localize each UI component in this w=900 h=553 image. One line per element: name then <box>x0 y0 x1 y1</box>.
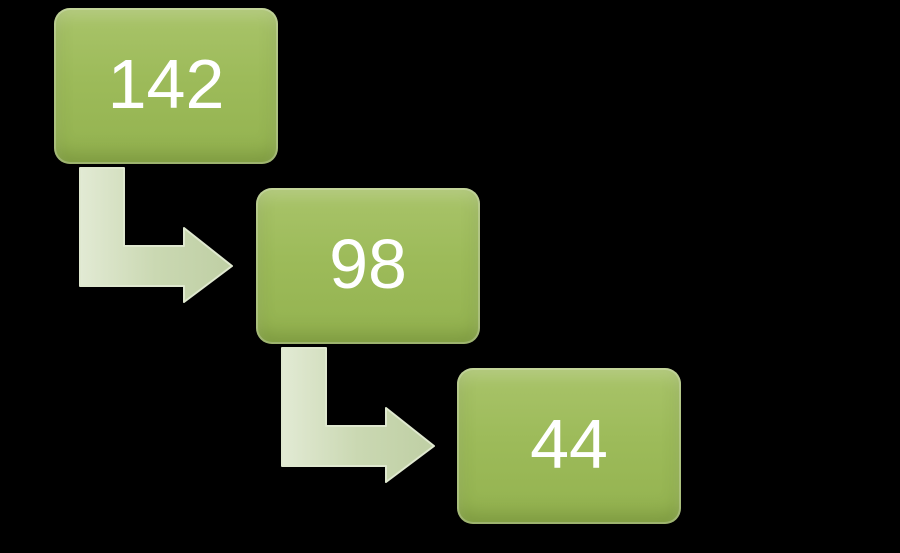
step-value-2: 98 <box>329 225 407 303</box>
step-box-2: 98 <box>256 188 480 344</box>
step-value-3: 44 <box>530 405 608 483</box>
elbow-arrow-icon <box>281 347 435 483</box>
step-box-3: 44 <box>457 368 681 524</box>
elbow-arrow-icon <box>79 167 233 303</box>
step-value-1: 142 <box>107 45 225 123</box>
step-box-1: 142 <box>54 8 278 164</box>
